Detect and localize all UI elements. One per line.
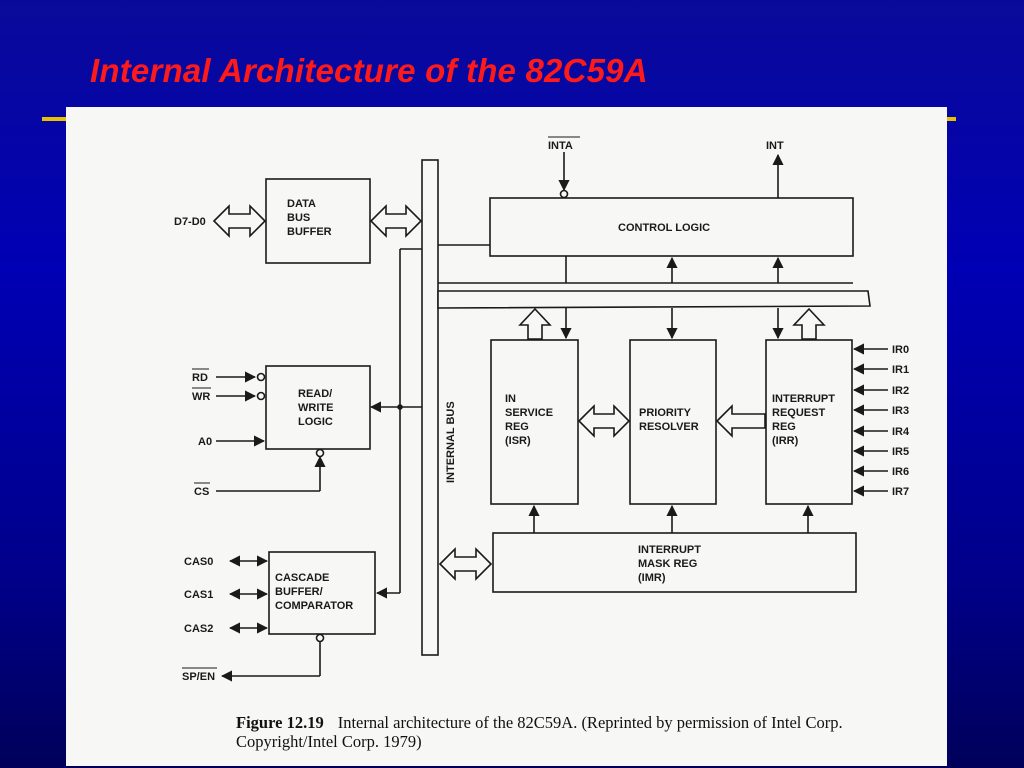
- irr-label-2: REQUEST: [772, 407, 825, 419]
- ir4-label: IR4: [892, 426, 910, 438]
- irr-priority-arrow: [715, 404, 766, 438]
- irr-label-1: INTERRUPT: [772, 393, 835, 405]
- ir6-label: IR6: [892, 466, 909, 478]
- interrupt-mask-reg-block: [492, 532, 857, 593]
- interrupt-request-reg-block: [765, 339, 853, 505]
- ir5-label: IR5: [892, 446, 909, 458]
- data-signal-label: D7-D0: [174, 216, 206, 228]
- a0-signal-label: A0: [198, 436, 212, 448]
- cascade-label-3: COMPARATOR: [275, 600, 353, 612]
- caption-text: Internal architecture of the 82C59A. (Re…: [236, 713, 843, 751]
- rd-signal-label: RD: [192, 372, 208, 384]
- imr-label-3: (IMR): [638, 572, 666, 584]
- cas2-signal-label: CAS2: [184, 623, 213, 635]
- data-bus-buffer-block: [265, 178, 371, 264]
- buffer-bus-arrow: [369, 204, 423, 238]
- cascade-buffer-block: [268, 551, 376, 635]
- inta-signal-label: INTA: [548, 140, 573, 152]
- irr-label-3: REG: [772, 421, 796, 433]
- isr-label-2: SERVICE: [505, 407, 553, 419]
- isr-label-3: REG: [505, 421, 529, 433]
- wr-signal-label: WR: [192, 391, 210, 403]
- priority-label-2: RESOLVER: [639, 421, 699, 433]
- imr-label-1: INTERRUPT: [638, 544, 701, 556]
- isr-label-1: IN: [505, 393, 516, 405]
- signal-labels: D7-D0 RD WR A0 CS CAS0 CAS1 CAS2 SP/EN I…: [174, 136, 910, 683]
- figure-label: Figure 12.19: [236, 713, 324, 732]
- data-bus-buffer-label-1: DATA: [287, 198, 316, 210]
- title-rule-right: [944, 117, 956, 121]
- isr-label-4: (ISR): [505, 435, 531, 447]
- horizontal-bus: [437, 290, 871, 309]
- data-bus-buffer-label-3: BUFFER: [287, 226, 332, 238]
- title-rule-left: [42, 117, 72, 121]
- int-signal-label: INT: [766, 140, 784, 152]
- imr-label-2: MASK REG: [638, 558, 697, 570]
- internal-bus-label: INTERNAL BUS: [445, 401, 457, 483]
- priority-resolver-block: [629, 339, 717, 505]
- ir2-label: IR2: [892, 385, 909, 397]
- isr-up-arrow: [518, 307, 552, 340]
- data-bus-buffer-label-2: BUS: [287, 212, 310, 224]
- internal-bus: [421, 159, 439, 656]
- cs-signal-label: CS: [194, 486, 209, 498]
- isr-priority-arrow: [577, 404, 631, 438]
- ir0-label: IR0: [892, 344, 909, 356]
- cascade-label-2: BUFFER/: [275, 586, 323, 598]
- priority-label-1: PRIORITY: [639, 407, 692, 419]
- sp-en-signal-label: SP/EN: [182, 671, 215, 683]
- slide-title: Internal Architecture of the 82C59A: [90, 52, 648, 89]
- cas1-signal-label: CAS1: [184, 589, 213, 601]
- ir7-label: IR7: [892, 486, 909, 498]
- imr-bus-arrow: [438, 547, 493, 581]
- ir1-label: IR1: [892, 364, 909, 376]
- cas0-signal-label: CAS0: [184, 556, 213, 568]
- data-port-arrow: [212, 204, 267, 238]
- read-write-label-1: READ/: [298, 388, 332, 400]
- architecture-diagram: DATA BUS BUFFER READ/ WRITE LOGIC CASCAD…: [174, 136, 910, 683]
- read-write-label-2: WRITE: [298, 402, 333, 414]
- ir3-label: IR3: [892, 405, 909, 417]
- read-write-logic-block: [265, 365, 371, 450]
- cascade-label-1: CASCADE: [275, 572, 329, 584]
- control-logic-block: [489, 197, 854, 257]
- control-logic-label: CONTROL LOGIC: [618, 222, 710, 234]
- in-service-reg-block: [490, 339, 579, 505]
- irr-label-4: (IRR): [772, 435, 799, 447]
- read-write-label-3: LOGIC: [298, 416, 333, 428]
- irr-up-arrow: [792, 307, 826, 340]
- block-labels: DATA BUS BUFFER READ/ WRITE LOGIC CASCAD…: [275, 198, 835, 612]
- figure-image: DATA BUS BUFFER READ/ WRITE LOGIC CASCAD…: [66, 107, 947, 766]
